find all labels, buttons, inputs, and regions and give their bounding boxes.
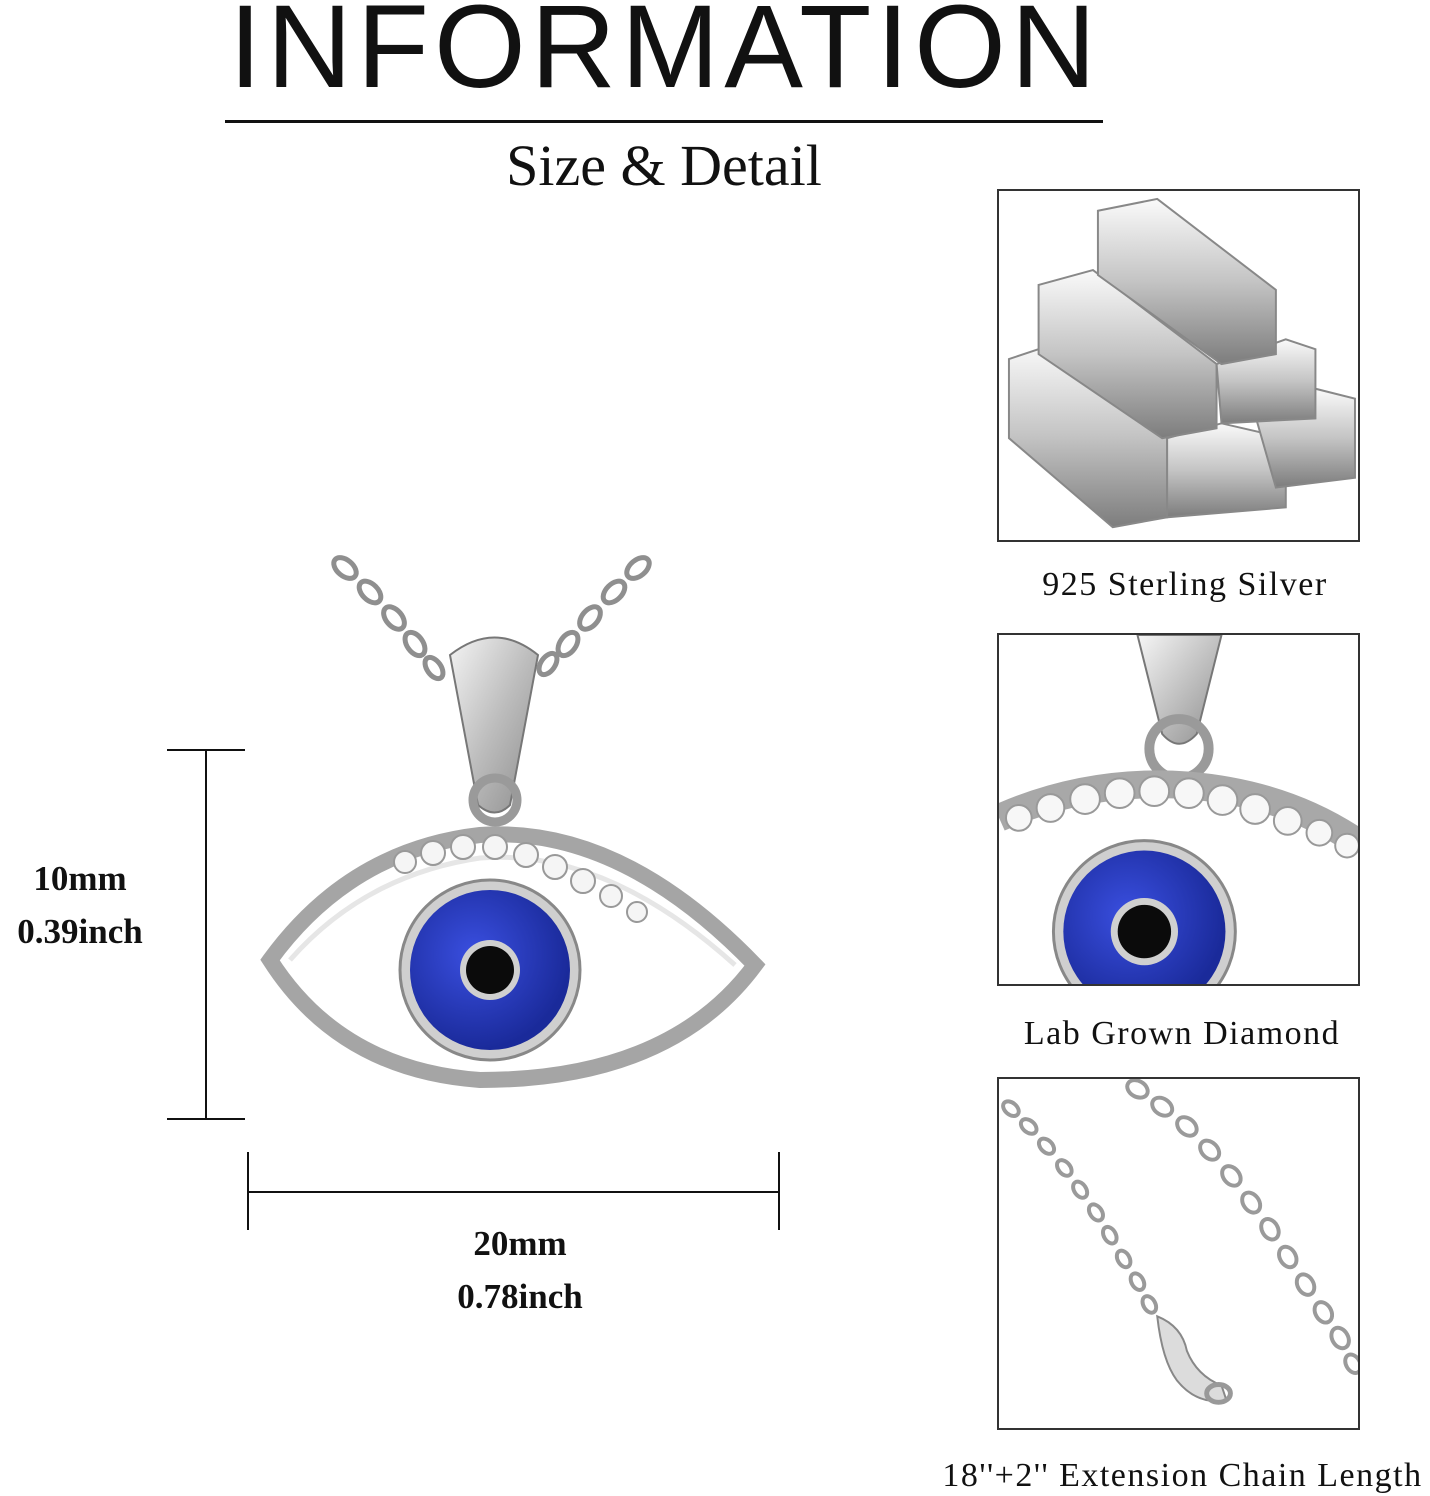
diamond-closeup-image [997,633,1360,986]
width-inch: 0.78inch [457,1277,583,1316]
width-dimension-right-tick [778,1152,780,1230]
detail-caption-chain: 18''+2'' Extension Chain Length [942,1457,1423,1494]
evil-eye-pendant-image [150,540,800,1160]
height-label: 10mm 0.39inch [0,852,160,958]
detail-caption-silver: 925 Sterling Silver [1042,566,1328,603]
width-dimension-line [247,1191,780,1193]
height-dimension-bottom-tick [167,1118,245,1120]
silver-bars-image [997,189,1360,542]
width-mm: 20mm [473,1224,567,1263]
page-subtitle: Size & Detail [506,133,822,198]
width-label: 20mm 0.78inch [380,1217,660,1323]
title-divider [225,120,1103,123]
detail-caption-diamond: Lab Grown Diamond [1023,1015,1341,1052]
height-inch: 0.39inch [17,912,143,951]
chain-image [997,1077,1360,1430]
page-title: INFORMATION [228,0,1102,113]
height-mm: 10mm [33,859,127,898]
height-dimension-line [205,749,207,1120]
